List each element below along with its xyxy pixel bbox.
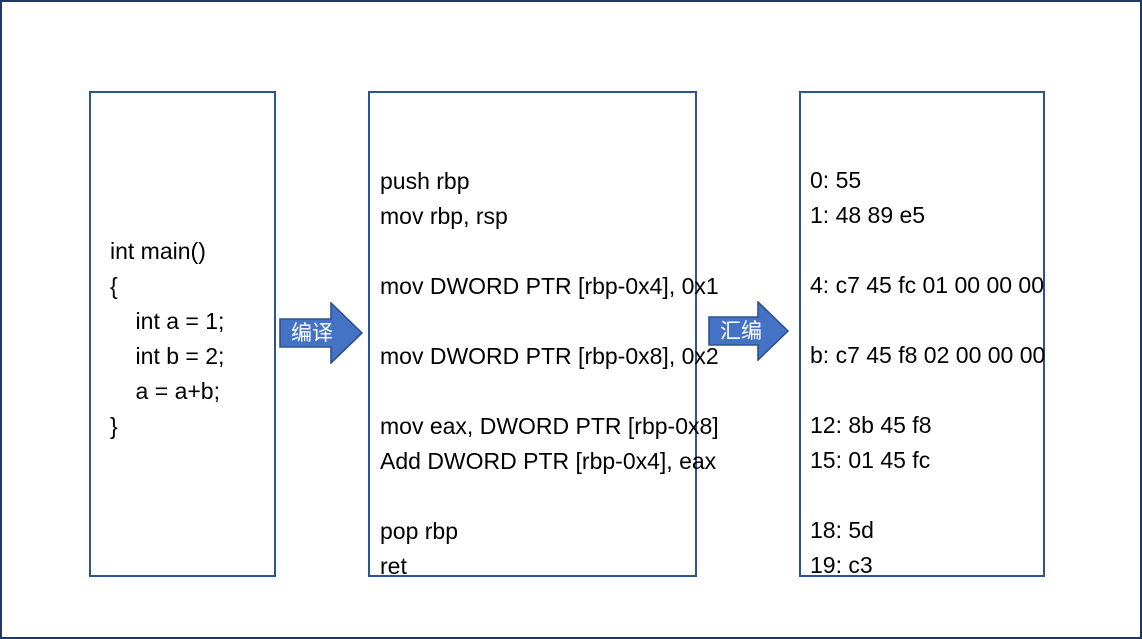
arrow-assemble: 汇编 <box>708 301 789 361</box>
source-code-box <box>89 91 276 577</box>
assembly-code-box <box>368 91 697 577</box>
source-code-text: int main() { int a = 1; int b = 2; a = a… <box>110 238 225 439</box>
machine-code-box <box>799 91 1045 577</box>
arrow-compile: 编译 <box>279 302 363 364</box>
machine-code-text: 0: 55 1: 48 89 e5 4: c7 45 fc 01 00 00 0… <box>810 167 1046 578</box>
compile-arrow-shape <box>279 302 363 364</box>
assemble-arrow-shape <box>708 301 789 361</box>
assembly-code-text: push rbp mov rbp, rsp mov DWORD PTR [rbp… <box>380 168 719 579</box>
